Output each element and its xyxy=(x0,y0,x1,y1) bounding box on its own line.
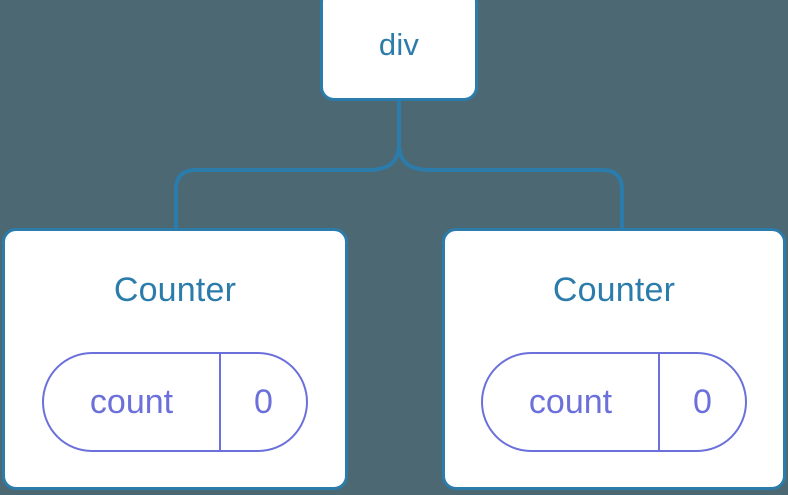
state-value-right: 0 xyxy=(693,382,712,421)
state-pill-right[interactable]: count 0 xyxy=(481,352,747,452)
node-div-label: div xyxy=(378,27,420,62)
state-key-right: count xyxy=(483,354,660,450)
state-value-left: 0 xyxy=(254,382,273,421)
node-counter-right-label: Counter xyxy=(552,271,676,309)
connector-branch-left xyxy=(174,141,401,230)
node-div[interactable]: div xyxy=(320,0,478,101)
connector-branch-right xyxy=(397,141,624,230)
node-counter-right[interactable]: Counter count 0 xyxy=(442,228,786,490)
node-counter-left-label: Counter xyxy=(113,271,237,309)
node-counter-left[interactable]: Counter count 0 xyxy=(2,228,348,490)
state-key-left: count xyxy=(44,354,221,450)
state-pill-left[interactable]: count 0 xyxy=(42,352,308,452)
